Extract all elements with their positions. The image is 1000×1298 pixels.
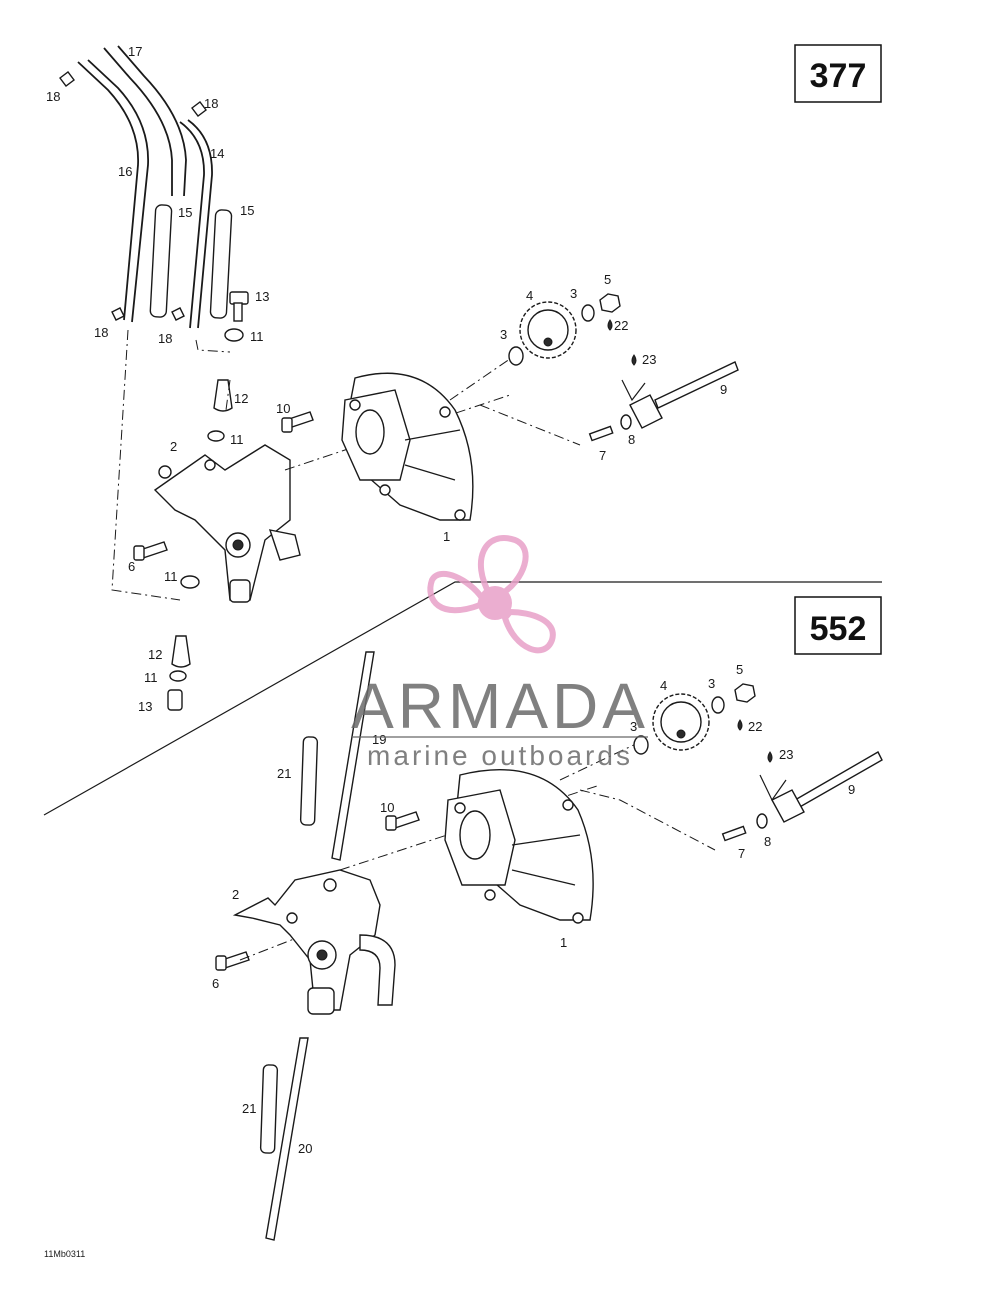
callout: 15 xyxy=(178,205,192,220)
assembly-552 xyxy=(215,651,883,1241)
section-divider xyxy=(43,581,882,816)
cover-plate-552 xyxy=(444,768,594,924)
callout: 18 xyxy=(94,325,108,340)
callout: 11 xyxy=(164,569,178,584)
callout: 18 xyxy=(46,89,60,104)
drawing-code: 11Mb0311 xyxy=(44,1249,85,1259)
section-377-box: 377 xyxy=(794,44,882,103)
callout: 11 xyxy=(250,329,264,344)
callouts-552: 19 21 10 2 6 1 3 4 3 5 22 23 9 7 8 21 20 xyxy=(212,662,855,1156)
callout: 22 xyxy=(614,318,628,333)
callout: 3 xyxy=(500,327,507,342)
callout: 16 xyxy=(118,164,132,179)
cover-plate-377 xyxy=(341,372,474,521)
section-552-box: 552 xyxy=(794,596,882,655)
armada-watermark: ARMADA marine outboards xyxy=(351,535,649,771)
callout: 11 xyxy=(144,670,158,685)
callout: 12 xyxy=(148,647,162,662)
callout: 18 xyxy=(158,331,172,346)
assembly-377 xyxy=(59,45,739,711)
callout: 19 xyxy=(372,732,386,747)
callout: 2 xyxy=(232,887,239,902)
callout: 22 xyxy=(748,719,762,734)
gear-552 xyxy=(652,693,710,751)
callout: 20 xyxy=(298,1141,312,1156)
callout: 13 xyxy=(138,699,152,714)
callout: 6 xyxy=(128,559,135,574)
watermark-tagline: marine outboards xyxy=(367,740,633,771)
callout: 23 xyxy=(779,747,793,762)
callouts-377: 17 18 18 16 14 15 15 13 11 18 18 12 11 1… xyxy=(46,44,727,714)
callout: 9 xyxy=(848,782,855,797)
oil-pump-552 xyxy=(232,869,396,1015)
callout: 5 xyxy=(604,272,611,287)
callout: 3 xyxy=(708,676,715,691)
gear-377 xyxy=(519,301,577,359)
callout: 1 xyxy=(443,529,450,544)
callout: 13 xyxy=(255,289,269,304)
propeller-logo-icon xyxy=(427,535,556,654)
callout: 6 xyxy=(212,976,219,991)
callout: 4 xyxy=(660,678,667,693)
callout: 10 xyxy=(380,800,394,815)
callout: 7 xyxy=(599,448,606,463)
callout: 9 xyxy=(720,382,727,397)
callout: 2 xyxy=(170,439,177,454)
callout: 12 xyxy=(234,391,248,406)
callout: 5 xyxy=(736,662,743,677)
callout: 4 xyxy=(526,288,533,303)
callout: 21 xyxy=(277,766,291,781)
callout: 8 xyxy=(764,834,771,849)
callout: 7 xyxy=(738,846,745,861)
callout: 8 xyxy=(628,432,635,447)
callout: 18 xyxy=(204,96,218,111)
callout: 15 xyxy=(240,203,254,218)
callout: 21 xyxy=(242,1101,256,1116)
section-552-label: 552 xyxy=(810,610,867,648)
section-377-label: 377 xyxy=(810,57,867,95)
callout: 23 xyxy=(642,352,656,367)
callout: 1 xyxy=(560,935,567,950)
callout: 14 xyxy=(210,146,224,161)
callout: 3 xyxy=(630,719,637,734)
watermark-brand: ARMADA xyxy=(351,670,649,742)
callout: 3 xyxy=(570,286,577,301)
oil-pump-377 xyxy=(153,444,301,603)
callout: 10 xyxy=(276,401,290,416)
callout: 11 xyxy=(230,432,244,447)
callout: 17 xyxy=(128,44,142,59)
